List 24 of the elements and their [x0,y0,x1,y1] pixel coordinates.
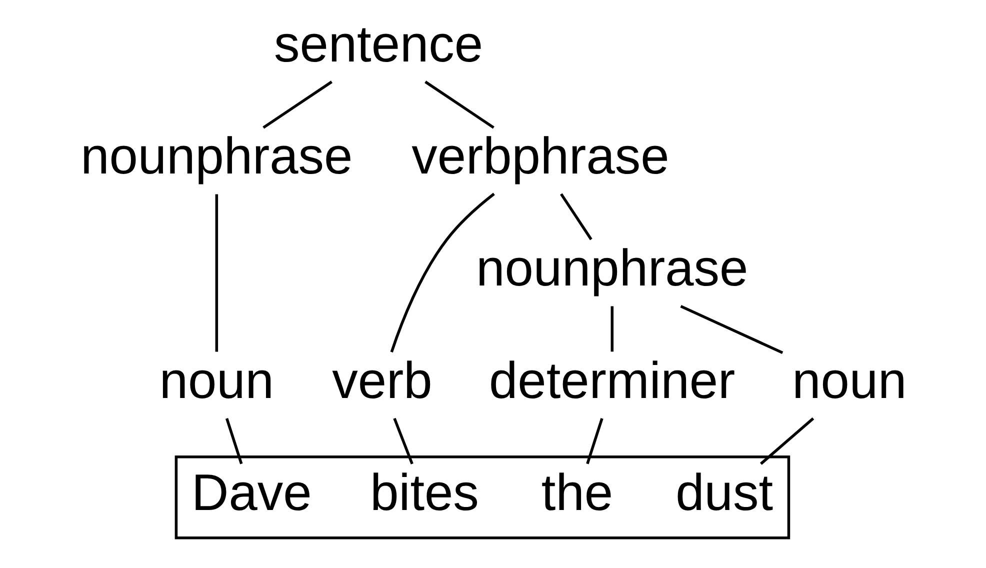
connector [586,418,603,464]
connector [392,418,413,464]
node-text: sentence [274,14,483,72]
node-text: noun [158,350,274,409]
node-text: nounphrase [80,126,352,184]
node-text: the [540,463,612,522]
connector [214,194,218,352]
connector [424,80,494,129]
node-text: bites [370,463,478,522]
connector [759,417,814,465]
node-text: dust [675,463,773,522]
node-text: nounphrase [476,238,748,297]
connector [224,418,242,464]
connector [610,306,614,352]
connector [390,192,494,352]
connector [262,80,332,129]
connector [680,304,783,354]
node-text: verb [332,350,432,409]
cluster [174,456,790,540]
node-text: determiner [488,350,735,409]
node-text: verbphrase [411,126,669,184]
node-text: noun [792,350,906,409]
node-text: Dave [191,463,312,522]
connector [560,193,592,240]
